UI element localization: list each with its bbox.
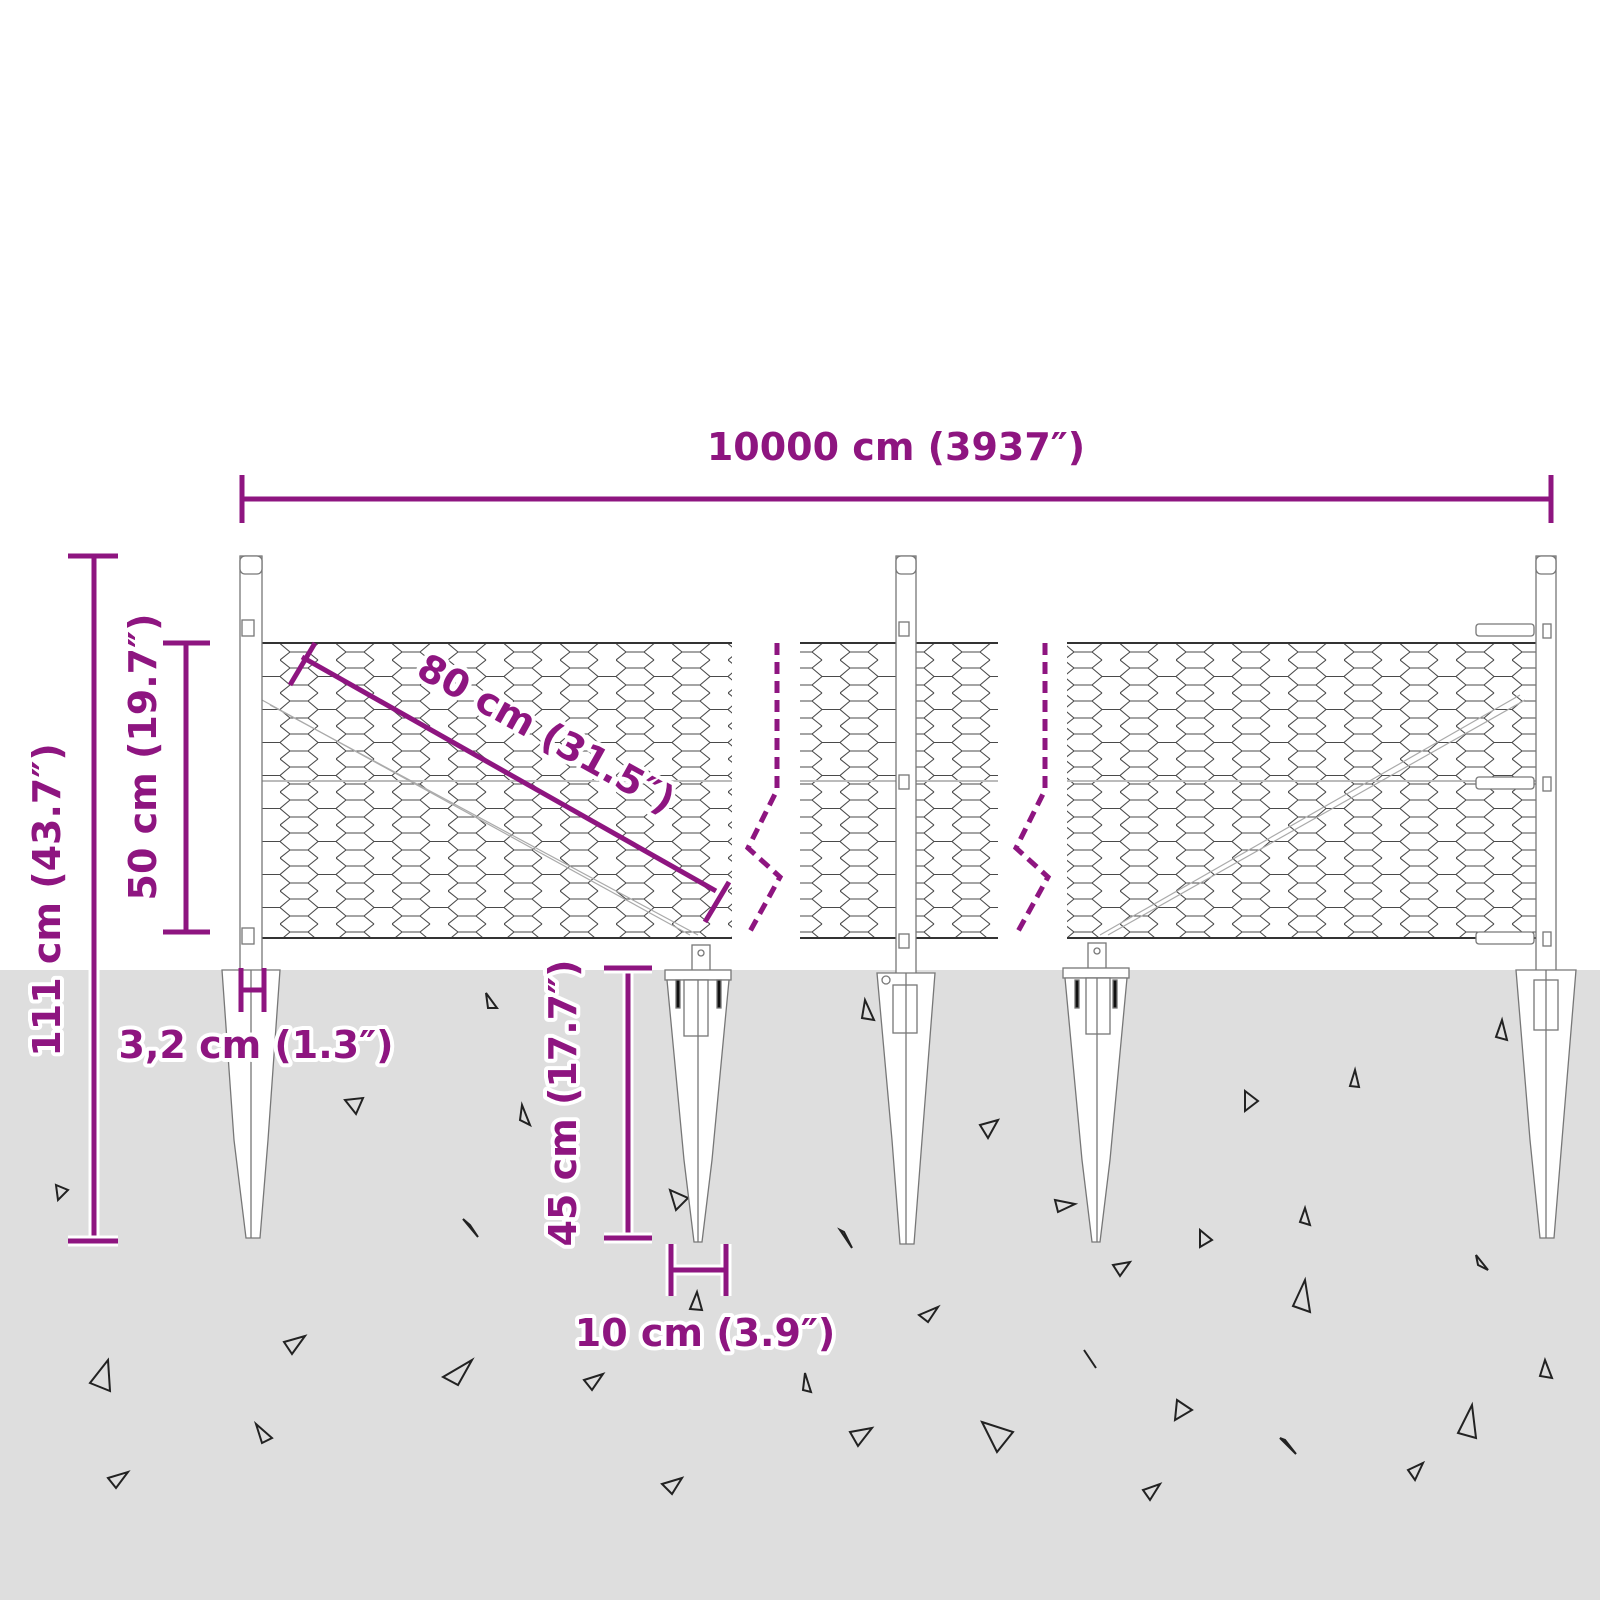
label-mesh-height: 50 cm (19.7″) — [121, 614, 165, 901]
label-spike-depth: 45 cm (17.7″) — [541, 960, 585, 1247]
post-right — [1475, 555, 1577, 1239]
mesh-panel-left — [242, 643, 732, 938]
label-total-length: 10000 cm (3937″) — [707, 425, 1085, 469]
anchor-spike-2 — [1062, 942, 1130, 1243]
dim-total-length — [239, 475, 1554, 523]
dim-mesh-diagonal — [287, 641, 732, 924]
dim-post-diameter — [238, 968, 267, 1012]
label-spike-width: 10 cm (3.9″) — [575, 1311, 836, 1355]
mesh-panel-right — [1067, 643, 1537, 938]
label-total-height: 111 cm (43.7″) — [25, 743, 69, 1056]
dim-spike-depth — [604, 962, 652, 1244]
dimension-lines — [68, 475, 1554, 1296]
break-indicators — [744, 643, 1052, 937]
label-post-diameter: 3,2 cm (1.3″) — [119, 1023, 394, 1067]
dim-spike-width — [665, 1244, 732, 1296]
post-left — [221, 555, 281, 1239]
anchor-spike-1 — [664, 944, 732, 1243]
dim-mesh-height — [163, 640, 210, 935]
post-middle — [876, 555, 936, 1245]
gravel-icons — [54, 992, 1554, 1502]
dim-total-height — [68, 553, 118, 1247]
fence-posts — [221, 555, 1577, 1245]
